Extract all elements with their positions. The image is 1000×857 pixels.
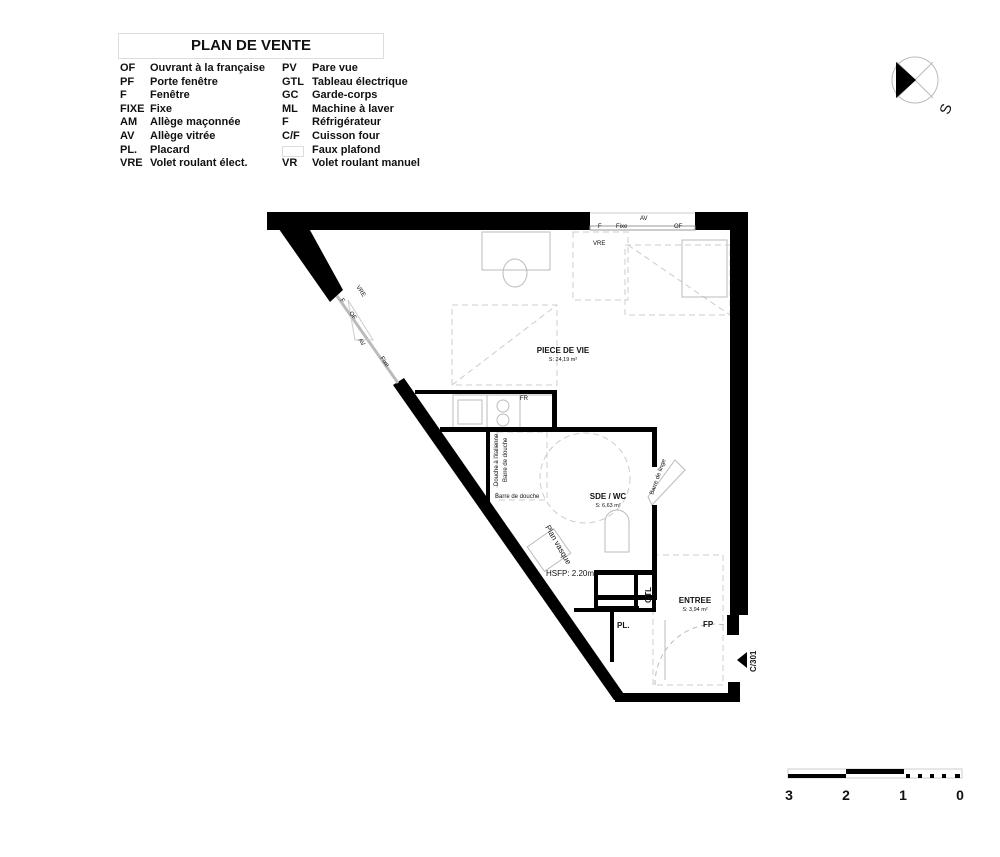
room-name-piece-de-vie: PIECE DE VIE [537, 346, 590, 355]
left-of-label: OF [347, 311, 357, 322]
left-window[interactable] [335, 295, 400, 384]
legend-code: PF [120, 75, 135, 88]
legend-label: Porte fenêtre [150, 75, 218, 88]
door-fp-label: FP [703, 620, 714, 629]
left-av-label: AV [356, 338, 365, 348]
legend-row: PF Porte fenêtre GTL Tableau électrique [120, 76, 420, 90]
vanity-label: Plan vasque [543, 524, 573, 567]
legend-label: Garde-corps [312, 89, 378, 102]
legend-code: C/F [282, 129, 300, 142]
svg-text:S: S [937, 102, 956, 117]
room-area-piece-de-vie: S: 24,19 m² [549, 357, 578, 363]
legend-label: Pare vue [312, 62, 358, 74]
legend-code: FIXE [120, 102, 145, 115]
legend-label: Faux plafond [312, 143, 381, 156]
closet-label: PL. [617, 621, 629, 630]
legend-row: AV Allège vitrée C/F Cuisson four [120, 130, 420, 144]
legend-code: F [282, 116, 289, 129]
shower-label: Douche à l'italienne [494, 433, 500, 486]
legend-label: Fixe [150, 102, 173, 115]
window-f-label: F [598, 224, 602, 230]
legend-code: AV [120, 129, 135, 142]
legend-label: Ouvrant à la française [150, 62, 265, 74]
legend-code: GTL [282, 75, 304, 88]
legend-label: Volet roulant élect. [150, 157, 248, 170]
legend-label: Cuisson four [312, 129, 380, 142]
room-name-entree: ENTREE [679, 596, 712, 605]
legend-label: Réfrigérateur [312, 116, 382, 129]
gtl-label: GTL [644, 587, 653, 603]
legend-row: FIXE Fixe ML Machine à laver [120, 103, 420, 117]
faux-plafond-swatch [282, 144, 312, 158]
legend-code: AM [120, 116, 138, 129]
window-of-label: OF [674, 224, 683, 230]
left-f-label: F [338, 298, 345, 305]
legend-code: F [120, 89, 127, 102]
svg-text:C/301: C/301 [749, 650, 758, 672]
window-fixe-label: Fixe [616, 224, 628, 230]
section-marker: C/301 [737, 650, 758, 672]
scale-bar: 3 2 1 0 [785, 768, 964, 803]
legend-label: Allège vitrée [150, 129, 216, 142]
room-area-entree: S: 3,94 m² [682, 607, 708, 613]
fridge-label: FR [520, 396, 529, 402]
legend-row: OF Ouvrant à la française PV Pare vue [120, 62, 420, 76]
legend-code: GC [282, 89, 299, 102]
walls [267, 212, 748, 702]
room-name-sde-wc: SDE / WC [590, 492, 627, 501]
legend-code: VR [282, 157, 298, 170]
scale-label: 3 [785, 787, 793, 803]
legend-label: Tableau électrique [312, 75, 408, 88]
shower-bar-label-2: Barre de douche [495, 494, 540, 500]
legend-code: ML [282, 102, 298, 115]
legend-label: Allège maçonnée [150, 116, 241, 129]
legend-label: Machine à laver [312, 102, 394, 115]
shower-bar-label: Barre de douche [503, 437, 509, 482]
legend-row: PL. Placard Faux plafond [120, 144, 420, 158]
legend-code: VRE [120, 157, 143, 170]
legend-row: AM Allège maçonnée F Réfrigérateur [120, 116, 420, 130]
left-vre-label: VRE [354, 285, 366, 299]
top-window[interactable] [589, 212, 696, 231]
legend-code: PL. [120, 143, 138, 156]
legend-row: VRE Volet roulant élect. VR Volet roulant m… [120, 157, 420, 171]
legend-label: Fenêtre [150, 89, 190, 102]
scale-label: 1 [899, 787, 907, 803]
ceiling-height-label: HSFP: 2.20m [546, 569, 594, 578]
plan-title: PLAN DE VENTE [118, 33, 384, 59]
compass-icon: S [891, 56, 956, 117]
legend-label: Volet roulant manuel [312, 157, 420, 170]
legend-code: PV [282, 62, 297, 74]
scale-label: 2 [842, 787, 850, 803]
legend-label: Placard [150, 143, 190, 156]
left-fixe-label: Fixe [378, 356, 390, 369]
room-area-sde-wc: S: 6,63 m² [595, 503, 621, 509]
scale-label: 0 [956, 787, 964, 803]
window-vre-label: VRE [593, 241, 605, 247]
legend-row: F Fenêtre GC Garde-corps [120, 89, 420, 103]
legend-code: OF [120, 62, 136, 74]
window-av-label: AV [640, 216, 648, 222]
